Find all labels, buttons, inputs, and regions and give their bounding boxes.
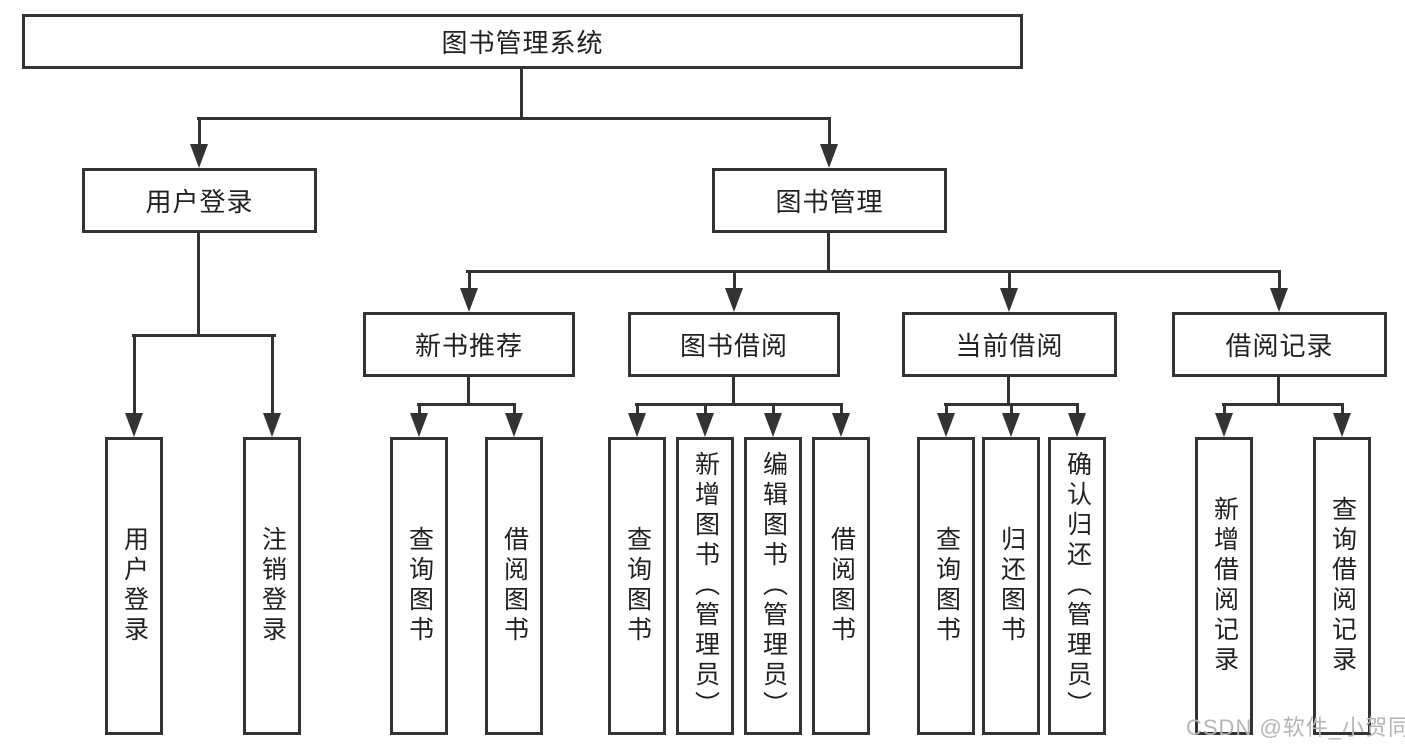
leaf-logout: 注销登录 — [243, 437, 301, 735]
leaf-add-book-admin: 新增图书（管理员） — [676, 437, 734, 735]
arrow-down-icon — [820, 118, 838, 168]
arrow-down-icon — [937, 404, 955, 437]
arrow-down-icon — [696, 404, 714, 437]
node-root-library-system: 图书管理系统 — [22, 14, 1023, 69]
leaf-query-book-recommend-label: 查询图书 — [405, 526, 434, 646]
arrow-down-icon — [725, 271, 743, 312]
connector-line — [466, 270, 1281, 273]
arrow-down-icon — [1270, 271, 1288, 312]
leaf-confirm-return-admin-label: 确认归还（管理员） — [1063, 451, 1092, 721]
arrow-down-icon — [764, 404, 782, 437]
leaf-return-book-label: 归还图书 — [997, 526, 1026, 646]
connector-line — [467, 377, 470, 406]
arrow-down-icon — [628, 404, 646, 437]
node-current-borrow-label: 当前借阅 — [955, 331, 1064, 361]
node-borrow-record: 借阅记录 — [1172, 312, 1387, 377]
connector-line — [732, 377, 735, 406]
leaf-query-borrow-record: 查询借阅记录 — [1313, 437, 1371, 735]
arrow-down-icon — [1333, 404, 1351, 437]
leaf-borrow-book: 借阅图书 — [812, 437, 870, 735]
leaf-user-login-label: 用户登录 — [120, 526, 149, 646]
node-book-management: 图书管理 — [712, 168, 947, 233]
leaf-edit-book-admin-label: 编辑图书（管理员） — [759, 451, 788, 721]
node-book-management-label: 图书管理 — [775, 187, 884, 217]
connector-line — [417, 403, 516, 406]
arrow-down-icon — [1002, 404, 1020, 437]
arrow-down-icon — [410, 404, 428, 437]
node-borrow-record-label: 借阅记录 — [1225, 331, 1334, 361]
leaf-add-borrow-record-label: 新增借阅记录 — [1210, 496, 1239, 676]
leaf-confirm-return-admin: 确认归还（管理员） — [1048, 437, 1106, 735]
leaf-user-login: 用户登录 — [105, 437, 163, 735]
arrow-down-icon — [460, 271, 478, 312]
node-current-borrow: 当前借阅 — [902, 312, 1117, 377]
leaf-query-book-borrow: 查询图书 — [608, 437, 666, 735]
arrow-down-icon — [1068, 404, 1086, 437]
leaf-add-borrow-record: 新增借阅记录 — [1195, 437, 1253, 735]
connector-line — [197, 233, 200, 337]
connector-line — [1277, 377, 1280, 406]
csdn-watermark: CSDN @软件_小贺同学 — [1186, 715, 1405, 740]
leaf-return-book: 归还图书 — [982, 437, 1040, 735]
leaf-edit-book-admin: 编辑图书（管理员） — [744, 437, 802, 735]
arrow-down-icon — [125, 335, 143, 437]
node-book-borrow: 图书借阅 — [628, 312, 840, 377]
connector-line — [197, 117, 831, 120]
node-root-label: 图书管理系统 — [441, 28, 604, 58]
leaf-borrow-book-recommend: 借阅图书 — [485, 437, 543, 735]
arrow-down-icon — [832, 404, 850, 437]
leaf-borrow-book-label: 借阅图书 — [827, 526, 856, 646]
node-book-borrow-label: 图书借阅 — [679, 331, 788, 361]
leaf-query-book-current: 查询图书 — [917, 437, 975, 735]
node-user-login: 用户登录 — [82, 168, 317, 233]
connector-line — [1222, 403, 1344, 406]
connector-line — [1007, 377, 1010, 406]
leaf-borrow-book-recommend-label: 借阅图书 — [500, 526, 529, 646]
leaf-query-book-recommend: 查询图书 — [390, 437, 448, 735]
leaf-query-borrow-record-label: 查询借阅记录 — [1328, 496, 1357, 676]
arrow-down-icon — [1215, 404, 1233, 437]
leaf-logout-label: 注销登录 — [258, 526, 287, 646]
leaf-query-book-current-label: 查询图书 — [932, 526, 961, 646]
connector-line — [132, 334, 276, 337]
arrow-down-icon — [190, 118, 208, 168]
arrow-down-icon — [1000, 271, 1018, 312]
connector-line — [827, 233, 830, 273]
node-user-login-label: 用户登录 — [145, 187, 254, 217]
node-new-book-recommend-label: 新书推荐 — [414, 331, 523, 361]
node-new-book-recommend: 新书推荐 — [363, 312, 575, 377]
arrow-down-icon — [263, 335, 281, 437]
connector-line — [635, 403, 843, 406]
leaf-query-book-borrow-label: 查询图书 — [623, 526, 652, 646]
arrow-down-icon — [505, 404, 523, 437]
leaf-add-book-admin-label: 新增图书（管理员） — [691, 451, 720, 721]
connector-line — [520, 69, 523, 120]
